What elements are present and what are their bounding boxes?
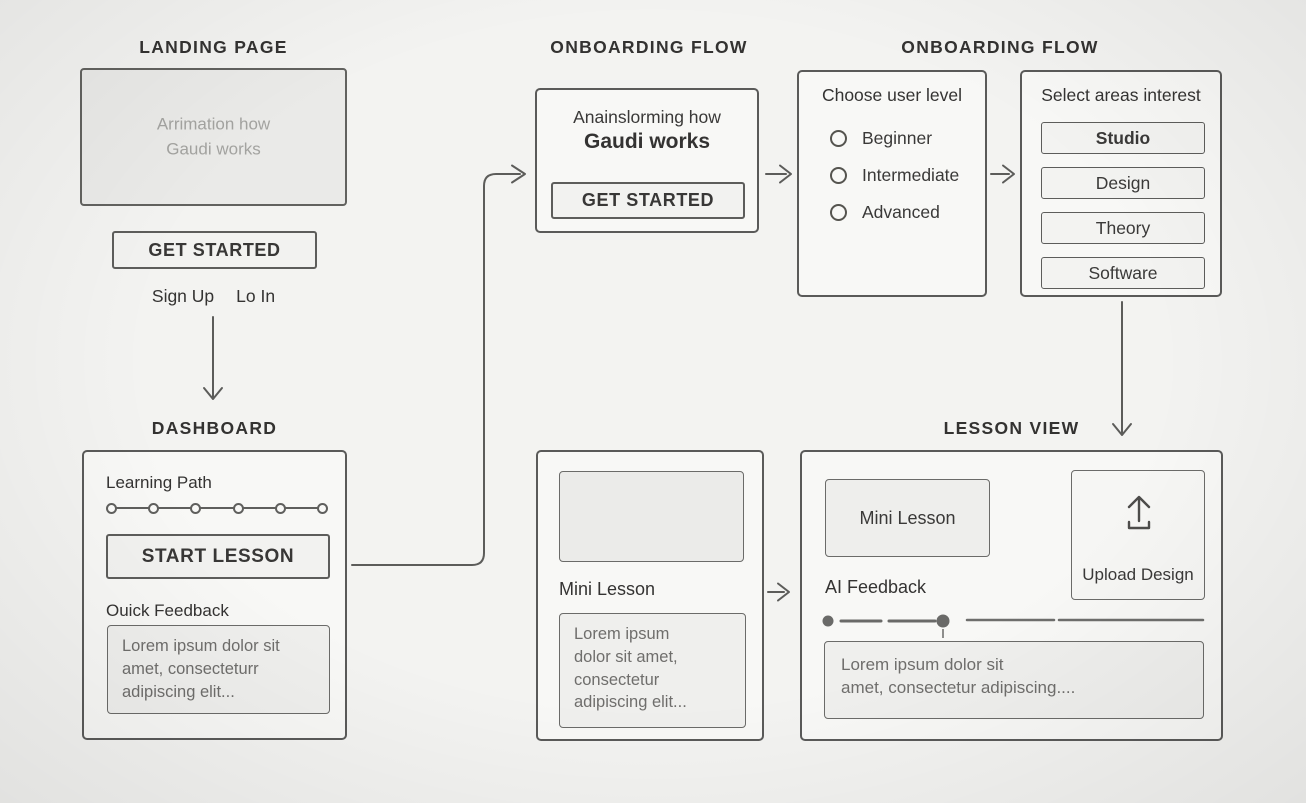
start-lesson-button[interactable]: START LESSON — [106, 534, 330, 579]
mini-lesson-button[interactable]: Mini Lesson — [825, 479, 990, 557]
radio-option-advanced[interactable]: Advanced — [830, 202, 985, 223]
ai-feedback-text-box: Lorem ipsum dolor sit amet, consectetur … — [824, 641, 1204, 719]
upload-design-label: Upload Design — [1082, 565, 1194, 584]
learning-path-progress — [106, 502, 328, 514]
radio-circle-icon[interactable] — [830, 204, 847, 221]
quick-feedback-label: Ouick Feedback — [106, 601, 229, 620]
landing-hero-placeholder: Arrimation how Gaudi works — [80, 68, 347, 206]
ai-feedback-label: AI Feedback — [825, 577, 927, 597]
lesson-view-heading: LESSON VIEW — [943, 418, 1080, 438]
hero-placeholder-text: Arrimation how Gaudi works — [156, 114, 271, 158]
mini-lesson-card: Mini Lesson Lorem ipsum dolor sit amet, … — [536, 450, 764, 741]
mini-lesson-label: Mini Lesson — [559, 579, 656, 599]
log-in-link[interactable]: Lo In — [236, 286, 276, 306]
landing-page-heading: LANDING PAGE — [139, 37, 288, 57]
select-areas-title: Select areas interest — [1041, 85, 1201, 105]
progress-step-6[interactable] — [316, 502, 328, 514]
upload-icon — [1127, 495, 1151, 530]
onboarding-flow-1-heading: ONBOARDING FLOW — [550, 37, 748, 57]
radio-option-beginner[interactable]: Beginner — [830, 128, 985, 149]
landing-get-started-button[interactable]: GET STARTED — [112, 231, 317, 269]
arrow-dashboard-to-onboarding — [351, 173, 521, 566]
lesson-view-card: Mini Lesson Upload Design AI Feedback Lo… — [800, 450, 1223, 741]
landing-auth-links: Sign Up Lo In — [80, 286, 347, 307]
radio-option-intermediate[interactable]: Intermediate — [830, 165, 985, 186]
choose-user-level-title: Choose user level — [821, 85, 963, 105]
progress-track — [110, 507, 324, 509]
mini-lesson-media-placeholder — [559, 471, 744, 562]
radio-label: Beginner — [862, 128, 933, 148]
sign-up-link[interactable]: Sign Up — [151, 286, 215, 306]
mini-lesson-text-box: Lorem ipsum dolor sit amet, consectetur … — [559, 613, 746, 728]
onboarding-get-started-button[interactable]: GET STARTED — [551, 182, 745, 219]
radio-label: Advanced — [862, 202, 940, 222]
onboarding-flow-2-heading: ONBOARDING FLOW — [901, 37, 1099, 57]
onboarding-intro-line2: Gaudi works — [583, 130, 711, 153]
radio-circle-icon[interactable] — [830, 130, 847, 147]
dashboard-heading: DASHBOARD — [151, 418, 278, 438]
progress-step-4[interactable] — [232, 502, 244, 514]
radio-label: Intermediate — [862, 165, 960, 185]
progress-step-3[interactable] — [190, 502, 202, 514]
radio-circle-icon[interactable] — [830, 167, 847, 184]
upload-design-dropzone[interactable]: Upload Design — [1071, 470, 1205, 600]
dashboard-card: Learning Path START LESSON Ouick Feedbac… — [82, 450, 347, 740]
onboarding-intro-card: Anainslorming how Gaudi works GET STARTE… — [535, 88, 759, 233]
select-areas-card: Select areas interest Studio Design Theo… — [1020, 70, 1222, 297]
area-button-theory[interactable]: Theory — [1041, 212, 1205, 244]
area-button-design[interactable]: Design — [1041, 167, 1205, 199]
area-button-studio[interactable]: Studio — [1041, 122, 1205, 154]
progress-step-1[interactable] — [106, 502, 117, 514]
onboarding-intro-line1: Anainslorming how — [573, 107, 721, 127]
choose-user-level-card: Choose user level Beginner Intermediate … — [797, 70, 987, 297]
area-button-software[interactable]: Software — [1041, 257, 1205, 289]
learning-path-label: Learning Path — [106, 473, 212, 492]
progress-step-2[interactable] — [148, 502, 160, 514]
progress-step-5[interactable] — [274, 502, 286, 514]
quick-feedback-text-box: Lorem ipsum dolor sit amet, consecteturr… — [107, 625, 330, 714]
